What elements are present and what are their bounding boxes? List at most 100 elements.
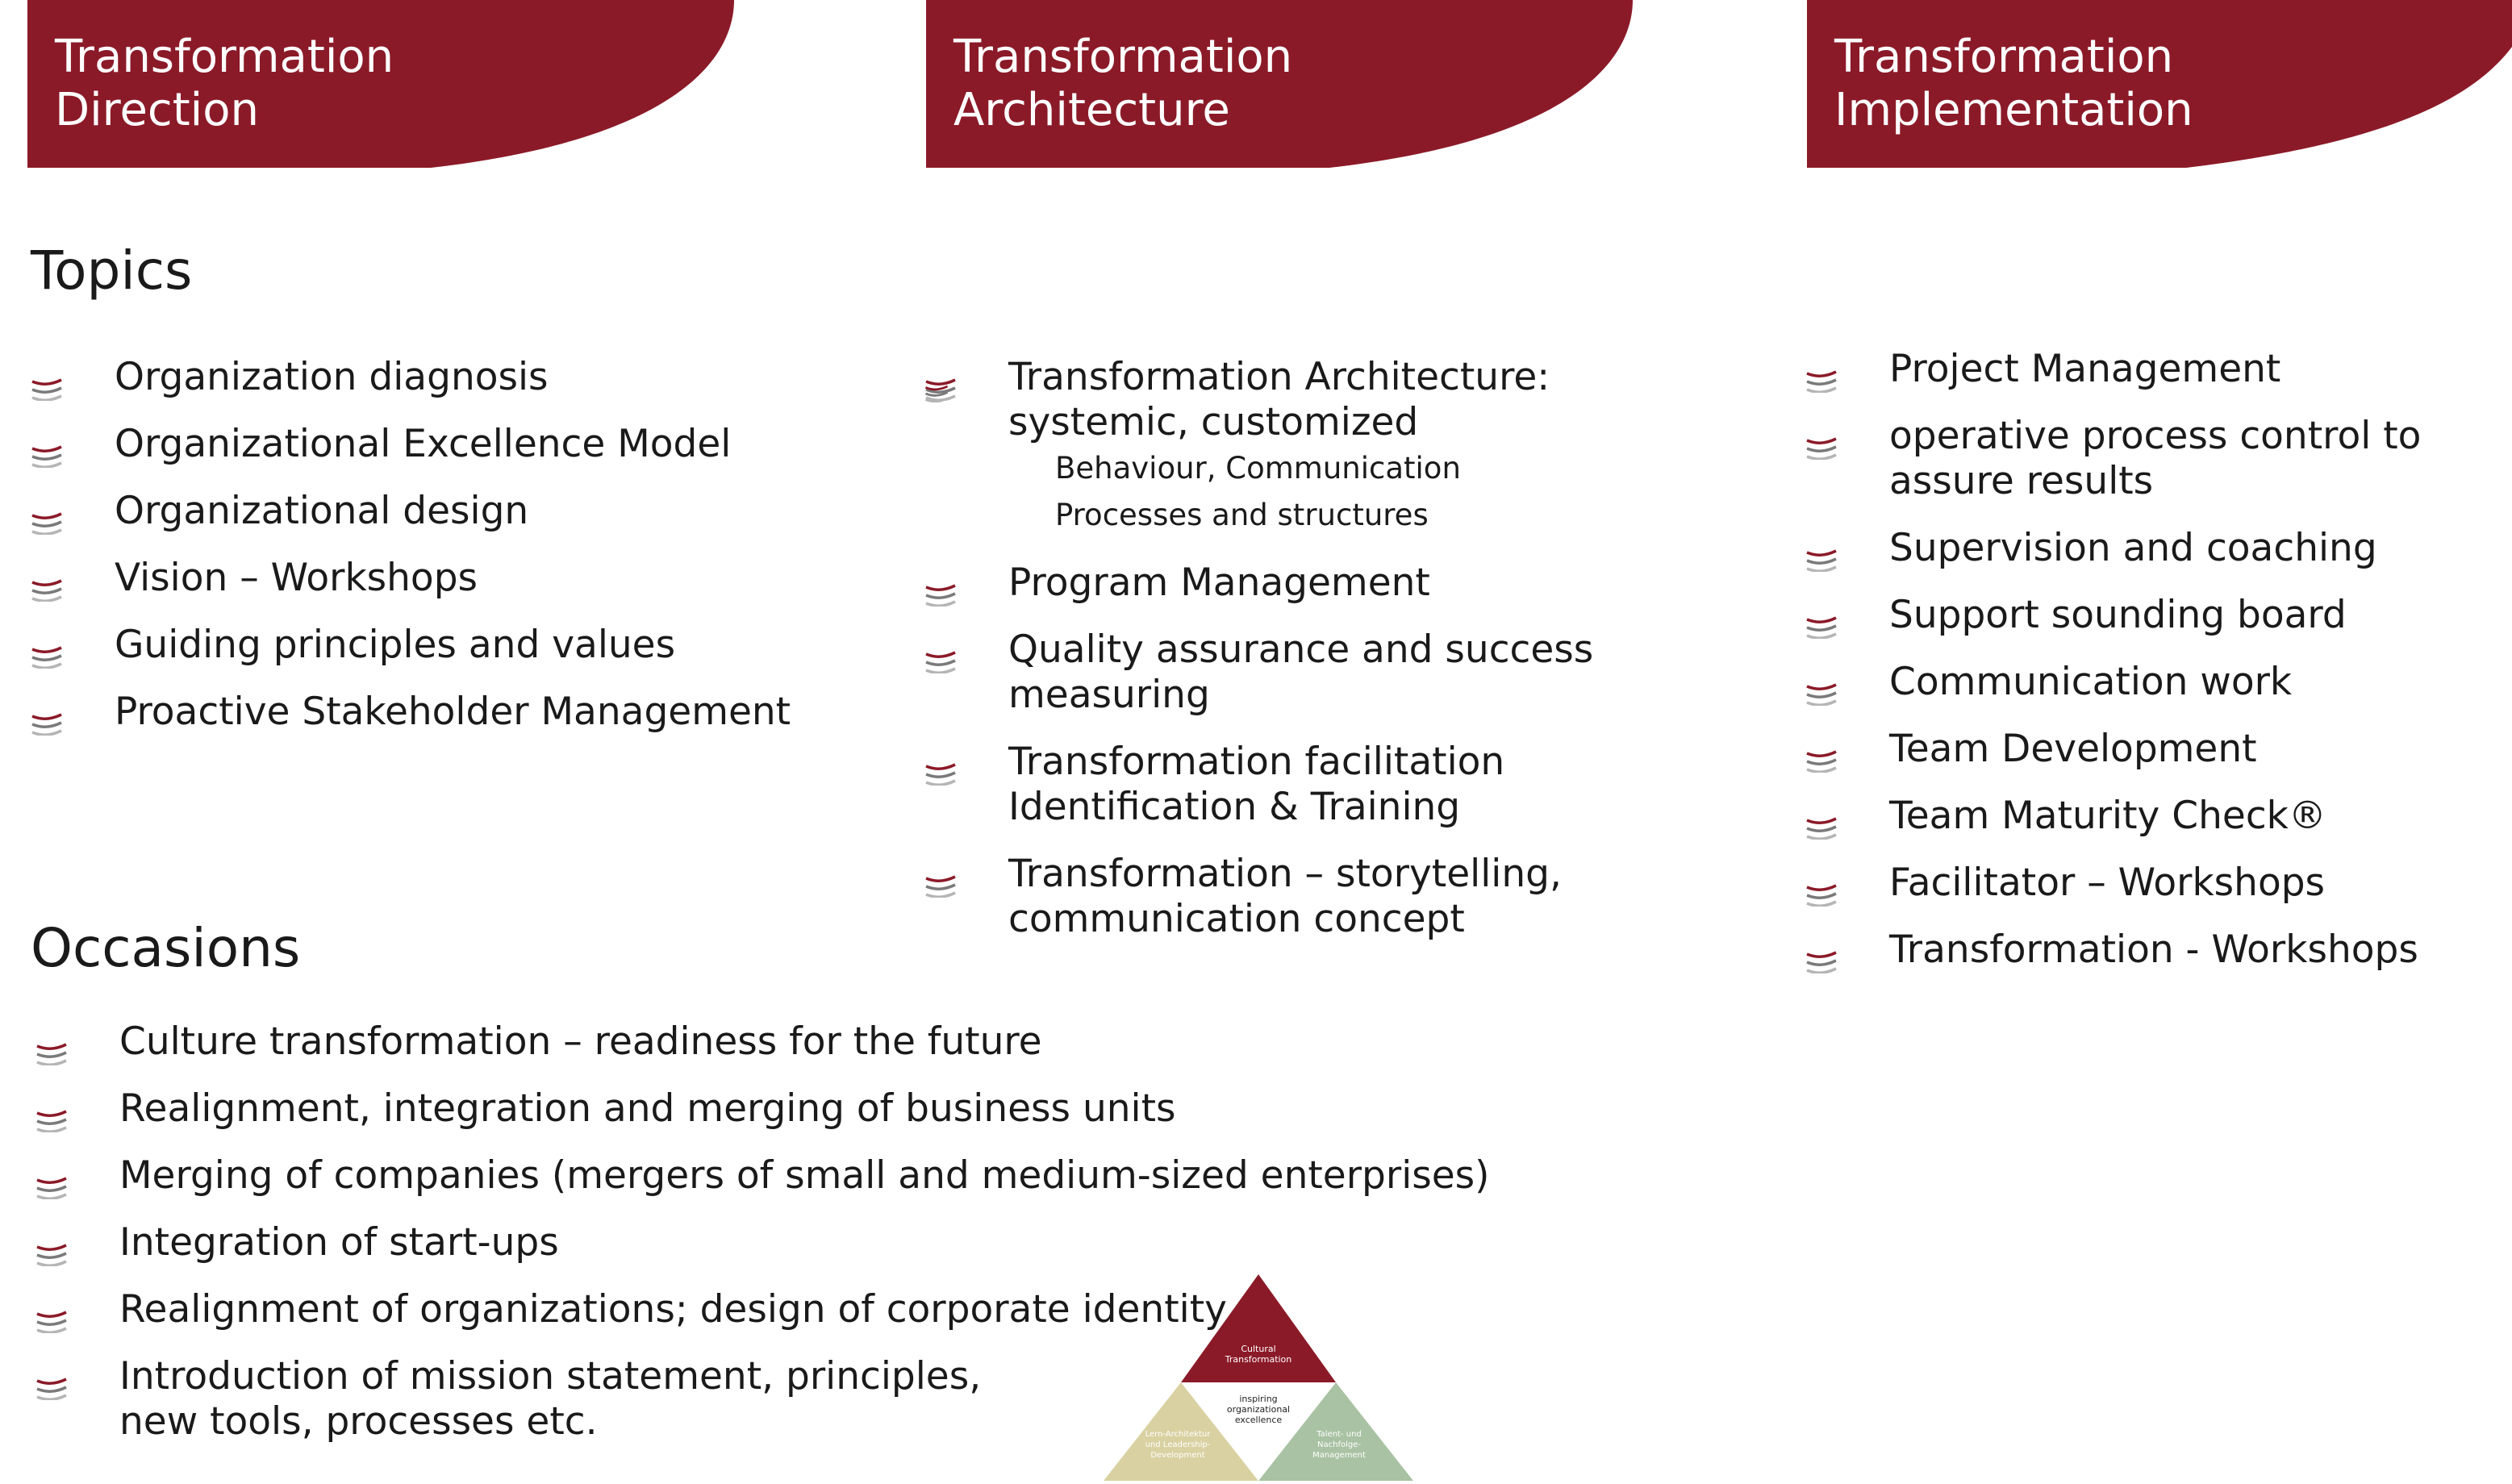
list-item-text: Behaviour, Communication — [1055, 451, 1461, 486]
list-item: Transformation Architecture: systemic, c… — [924, 355, 1699, 445]
tab-shape — [926, 0, 1633, 168]
occasions-list: Culture transformation – readiness for t… — [35, 1019, 1568, 1444]
list-item: Merging of companies (mergers of small a… — [35, 1153, 1568, 1200]
list-item: Facilitator – Workshops — [1805, 861, 2499, 907]
list-item: Transformation - Workshops — [1805, 928, 2499, 974]
topics-heading: Topics — [31, 240, 193, 302]
triangle-left-label: Lern-Architektur und Leadership- Develop… — [1145, 1430, 1211, 1460]
list-item-text: Organizational design — [115, 489, 529, 533]
bullet-icon — [1805, 805, 1838, 840]
list-item-text: Communication work — [1889, 660, 2293, 704]
list-item: Guiding principles and values — [31, 623, 886, 669]
bullet-icon — [35, 1098, 68, 1133]
bullet-icon — [924, 639, 957, 674]
list-item-text: Realignment, integration and merging of … — [119, 1086, 1176, 1131]
triangle-graphic — [1097, 1274, 1413, 1481]
list-item: Support sounding board — [1805, 593, 2499, 640]
bullet-icon — [1805, 537, 1838, 573]
list-item-text: Organizational Excellence Model — [115, 422, 732, 466]
tab-transformation-direction: Transformation Direction — [27, 0, 745, 169]
list-item: Realignment of organizations; design of … — [35, 1287, 1568, 1334]
list-item-text: Transformation facilitation Identificati… — [1008, 740, 1505, 829]
tab-shape — [27, 0, 734, 168]
triangle-top — [1181, 1274, 1336, 1382]
bullet-icon — [31, 433, 63, 469]
bullet-icon — [31, 701, 63, 736]
list-item: Integration of start-ups — [35, 1220, 1568, 1267]
list-item: operative process control to assure resu… — [1805, 414, 2499, 504]
list-item-text: Realignment of organizations; design of … — [119, 1287, 1227, 1332]
bullet-icon — [31, 634, 63, 669]
bullet-icon — [35, 1031, 68, 1066]
tab-transformation-architecture: Transformation Architecture — [926, 0, 1644, 169]
bullet-icon — [1805, 738, 1838, 773]
list-item: Organization diagnosis — [31, 355, 886, 402]
list-item: Supervision and coaching — [1805, 526, 2499, 573]
list-item-text: Processes and structures — [1055, 498, 1429, 532]
triangle-center-label: inspiring organizational excellence — [1226, 1394, 1291, 1425]
list-item-text: Transformation Architecture: systemic, c… — [1008, 355, 1550, 444]
bullet-icon — [35, 1365, 68, 1401]
implementation-list: Project Management operative process cont… — [1805, 347, 2499, 974]
bullet-icon — [1805, 425, 1838, 461]
tab-transformation-implementation: Transformation Implementation — [1807, 0, 2512, 169]
list-item-text: Program Management — [1008, 561, 1430, 605]
occasions-heading: Occasions — [31, 917, 301, 979]
bullet-icon — [924, 572, 957, 607]
list-item-text: Culture transformation – readiness for t… — [119, 1019, 1042, 1064]
bullet-icon — [35, 1298, 68, 1334]
list-item-text: Facilitator – Workshops — [1889, 861, 2326, 905]
triangle-right-label: Talent- und Nachfolge- Management — [1312, 1430, 1366, 1460]
bullet-icon — [31, 567, 63, 602]
bullet-icon — [31, 500, 63, 536]
list-item-text: operative process control to assure resu… — [1889, 414, 2422, 503]
bullet-icon — [35, 1165, 68, 1200]
tab-shape — [1807, 0, 2512, 168]
list-item: Team Development — [1805, 727, 2499, 773]
list-item-text: Proactive Stakeholder Management — [115, 690, 791, 734]
bullet-icon — [924, 863, 957, 898]
list-item-text: Vision – Workshops — [115, 556, 478, 600]
list-item-text: Team Development — [1889, 727, 2257, 771]
list-item: Quality assurance and success measuring — [924, 627, 1699, 718]
triangle-left — [1104, 1382, 1258, 1481]
culture-triangle-diagram: Cultural Transformation inspiring organi… — [1097, 1274, 1420, 1481]
list-item-text: Transformation – storytelling, communica… — [1008, 852, 1562, 941]
list-item: Vision – Workshops — [31, 556, 886, 602]
triangle-center — [1181, 1382, 1336, 1481]
list-item-text: Team Maturity Check® — [1889, 794, 2326, 838]
list-item: Proactive Stakeholder Management — [31, 690, 886, 736]
list-item-text: Supervision and coaching — [1889, 526, 2377, 570]
bullet-icon — [1805, 671, 1838, 707]
list-item-text: Support sounding board — [1889, 593, 2347, 637]
architecture-list: Transformation Architecture: systemic, c… — [924, 355, 1699, 942]
list-item: Transformation – storytelling, communica… — [924, 852, 1699, 942]
list-item: Organizational design — [31, 489, 886, 536]
triangle-top-label: Cultural Transformation — [1225, 1344, 1292, 1365]
bullet-icon — [1805, 939, 1838, 974]
list-item: Communication work — [1805, 660, 2499, 707]
list-item: Culture transformation – readiness for t… — [35, 1019, 1568, 1066]
list-item: Organizational Excellence Model — [31, 422, 886, 469]
list-item: Realignment, integration and merging of … — [35, 1086, 1568, 1133]
bullet-icon — [1805, 872, 1838, 907]
list-item-text: Quality assurance and success measuring — [1008, 627, 1594, 717]
tab-title: Transformation Implementation — [1834, 31, 2193, 136]
bullet-icon — [924, 369, 949, 403]
list-item-text: Integration of start-ups — [119, 1220, 559, 1265]
list-item: Introduction of mission statement, princ… — [35, 1354, 1568, 1444]
list-item: Transformation facilitation Identificati… — [924, 740, 1699, 830]
bullet-icon — [1805, 604, 1838, 640]
list-item-text: Introduction of mission statement, princ… — [119, 1354, 982, 1444]
bullet-icon — [31, 366, 63, 402]
list-item: Project Management — [1805, 347, 2499, 394]
list-item-text: Project Management — [1889, 347, 2281, 391]
sub-list-item: Behaviour, Communication — [924, 385, 1699, 492]
tab-title: Transformation Architecture — [953, 31, 1293, 136]
bullet-icon — [1805, 358, 1838, 394]
list-item-text: Merging of companies (mergers of small a… — [119, 1153, 1490, 1198]
tab-title: Transformation Direction — [55, 31, 394, 136]
bullet-icon — [924, 751, 957, 786]
list-item: Program Management — [924, 561, 1699, 607]
